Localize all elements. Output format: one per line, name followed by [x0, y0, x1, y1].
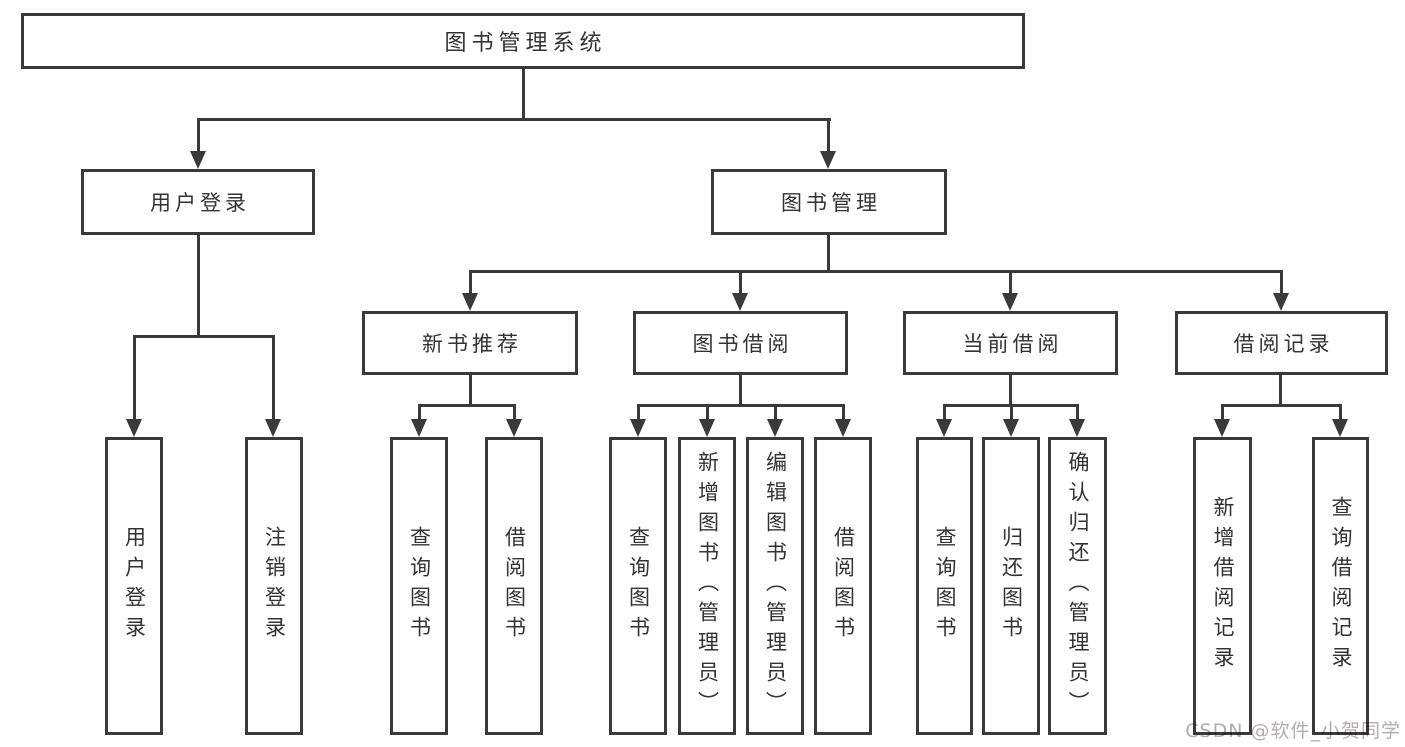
leaf-borrow-book: 借阅图书 [814, 437, 872, 735]
leaf-edit-book-admin: 编辑图书（管理员） [746, 437, 804, 735]
connector-line [739, 375, 742, 407]
arrow-down-icon [506, 419, 522, 437]
leaf-query-book-borrow: 查询图书 [609, 437, 667, 735]
connector-line [418, 404, 515, 407]
arrow-down-icon [732, 293, 748, 311]
arrow-down-icon [630, 419, 646, 437]
leaf-query-book-current: 查询图书 [916, 437, 973, 735]
connector-line [133, 335, 275, 338]
leaf-confirm-return-admin: 确认归还（管理员） [1048, 437, 1107, 735]
connector-line [943, 404, 946, 421]
connector-line [513, 404, 516, 421]
arrow-down-icon [835, 419, 851, 437]
connector-line [197, 118, 200, 154]
csdn-watermark: CSDN @软件_小贺同学 [1185, 720, 1401, 742]
leaf-borrow-book-recommend: 借阅图书 [485, 437, 543, 735]
node-book-management: 图书管理 [711, 169, 947, 235]
connector-line [1280, 270, 1283, 296]
arrow-down-icon [699, 419, 715, 437]
arrow-down-icon [411, 419, 427, 437]
connector-line [133, 335, 136, 421]
connector-line [1076, 404, 1079, 421]
arrow-down-icon [767, 419, 783, 437]
connector-line [469, 270, 1283, 273]
arrow-down-icon [1069, 419, 1085, 437]
arrow-down-icon [190, 151, 206, 169]
leaf-logout: 注销登录 [245, 437, 303, 735]
connector-line [842, 404, 845, 421]
arrow-down-icon [1003, 419, 1019, 437]
leaf-query-book-recommend: 查询图书 [390, 437, 448, 735]
leaf-query-borrow-record: 查询借阅记录 [1312, 437, 1369, 735]
node-current-borrow: 当前借阅 [903, 311, 1118, 375]
connector-line [469, 375, 472, 407]
connector-line [706, 404, 709, 421]
arrow-down-icon [1273, 293, 1289, 311]
leaf-add-borrow-record: 新增借阅记录 [1193, 437, 1252, 735]
arrow-down-icon [462, 293, 478, 311]
connector-line [469, 270, 472, 296]
connector-line [637, 404, 640, 421]
connector-line [198, 118, 831, 121]
arrow-down-icon [1332, 419, 1348, 437]
arrow-down-icon [265, 419, 281, 437]
connector-line [1009, 375, 1012, 407]
connector-line [637, 404, 844, 407]
arrow-down-icon [1002, 293, 1018, 311]
leaf-return-book: 归还图书 [982, 437, 1040, 735]
connector-line [827, 118, 830, 154]
node-user-login: 用户登录 [81, 169, 315, 235]
connector-line [827, 235, 830, 273]
connector-line [739, 270, 742, 296]
node-book-borrow: 图书借阅 [633, 311, 848, 375]
node-new-book-recommend: 新书推荐 [362, 311, 578, 375]
leaf-add-book-admin: 新增图书（管理员） [678, 437, 736, 735]
connector-line [197, 235, 200, 338]
connector-line [1009, 270, 1012, 296]
arrow-down-icon [126, 419, 142, 437]
connector-line [1221, 404, 1341, 407]
node-root: 图书管理系统 [21, 13, 1025, 69]
node-borrow-record: 借阅记录 [1175, 311, 1388, 375]
arrow-down-icon [1214, 419, 1230, 437]
connector-line [418, 404, 421, 421]
arrow-down-icon [936, 419, 952, 437]
connector-line [522, 69, 525, 119]
leaf-user-login: 用户登录 [105, 437, 163, 735]
connector-line [272, 335, 275, 421]
connector-line [774, 404, 777, 421]
connector-line [1221, 404, 1224, 421]
arrow-down-icon [820, 151, 836, 169]
connector-line [1339, 404, 1342, 421]
connector-line [1010, 404, 1013, 421]
connector-line [1279, 375, 1282, 407]
